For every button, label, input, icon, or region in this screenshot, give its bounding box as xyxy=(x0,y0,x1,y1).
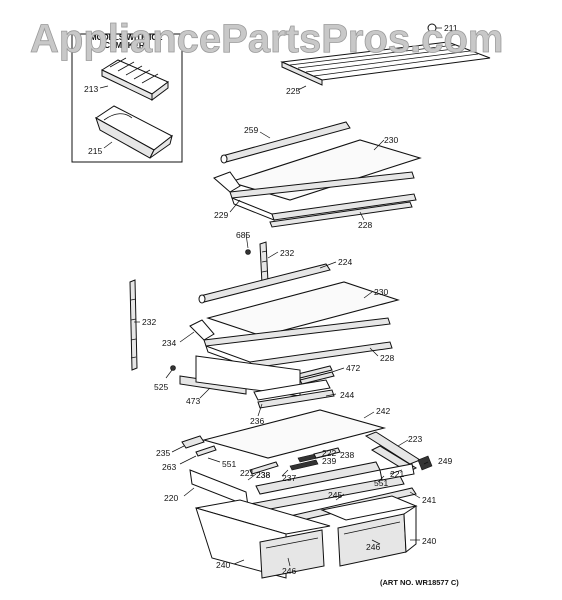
label-238-left: 238 xyxy=(256,470,270,480)
label-473: 473 xyxy=(186,396,200,406)
watermark: AppliancePartsPros.com xyxy=(30,17,504,61)
label-222: 222 xyxy=(322,448,336,458)
label-238-right: 238 xyxy=(340,450,354,460)
label-228-upper: 228 xyxy=(358,220,372,230)
label-230-upper: 230 xyxy=(384,135,398,145)
upper-shelf-assembly xyxy=(213,121,422,228)
part-232-ladder-long xyxy=(129,279,138,371)
label-249: 249 xyxy=(438,456,452,466)
label-525: 525 xyxy=(154,382,168,392)
label-224: 224 xyxy=(338,257,352,267)
middle-shelf-assembly xyxy=(189,263,400,385)
part-225-wire-shelf xyxy=(280,23,491,86)
label-239: 239 xyxy=(322,456,336,466)
label-211: 211 xyxy=(444,23,458,33)
part-labels: 211 225 213 215 259 230 229 228 685 232 … xyxy=(84,23,458,576)
label-263: 263 xyxy=(162,462,176,472)
crisper-cover-assembly xyxy=(189,461,417,523)
label-220: 220 xyxy=(164,493,178,503)
label-221-left: 221 xyxy=(240,468,254,478)
label-240-left: 240 xyxy=(216,560,230,570)
label-240-right: 240 xyxy=(422,536,436,546)
label-242: 242 xyxy=(376,406,390,416)
label-230-middle: 230 xyxy=(374,287,388,297)
label-551-left: 551 xyxy=(222,459,236,469)
label-685: 685 xyxy=(236,230,250,240)
label-223: 223 xyxy=(408,434,422,444)
label-215: 215 xyxy=(88,146,102,156)
label-225: 225 xyxy=(286,86,300,96)
label-232-short: 232 xyxy=(280,248,294,258)
crisper-drawer-left xyxy=(195,499,331,579)
label-229: 229 xyxy=(214,210,228,220)
label-245: 245 xyxy=(328,490,342,500)
label-238-center: 238 xyxy=(256,470,270,480)
label-244: 244 xyxy=(340,390,354,400)
part-232-ladder-short xyxy=(245,241,269,285)
label-472: 472 xyxy=(346,363,360,373)
label-551-right: 551 xyxy=(374,478,388,488)
inset-title-line1: MODELS WITH ICE xyxy=(90,33,163,42)
label-234: 234 xyxy=(162,338,176,348)
label-232-long: 232 xyxy=(142,317,156,327)
leader-lines xyxy=(99,85,429,567)
label-221-right: 221 xyxy=(390,469,404,479)
label-246-left: 246 xyxy=(282,566,296,576)
label-241: 241 xyxy=(422,495,436,505)
label-259: 259 xyxy=(244,125,258,135)
part-213-ice-tray xyxy=(100,57,169,101)
label-213: 213 xyxy=(84,84,98,94)
label-236: 236 xyxy=(250,416,264,426)
label-246-right: 246 xyxy=(366,542,380,552)
label-228-middle: 228 xyxy=(380,353,394,363)
lower-shelf-assembly xyxy=(181,409,433,475)
part-215-ice-bucket xyxy=(95,105,173,159)
art-number: (ART NO. WR18577 C) xyxy=(380,578,459,587)
label-235: 235 xyxy=(156,448,170,458)
label-237: 237 xyxy=(282,473,296,483)
drawer-slide-assembly xyxy=(170,355,335,409)
inset-title-line2: ICEMAKER xyxy=(102,41,145,50)
